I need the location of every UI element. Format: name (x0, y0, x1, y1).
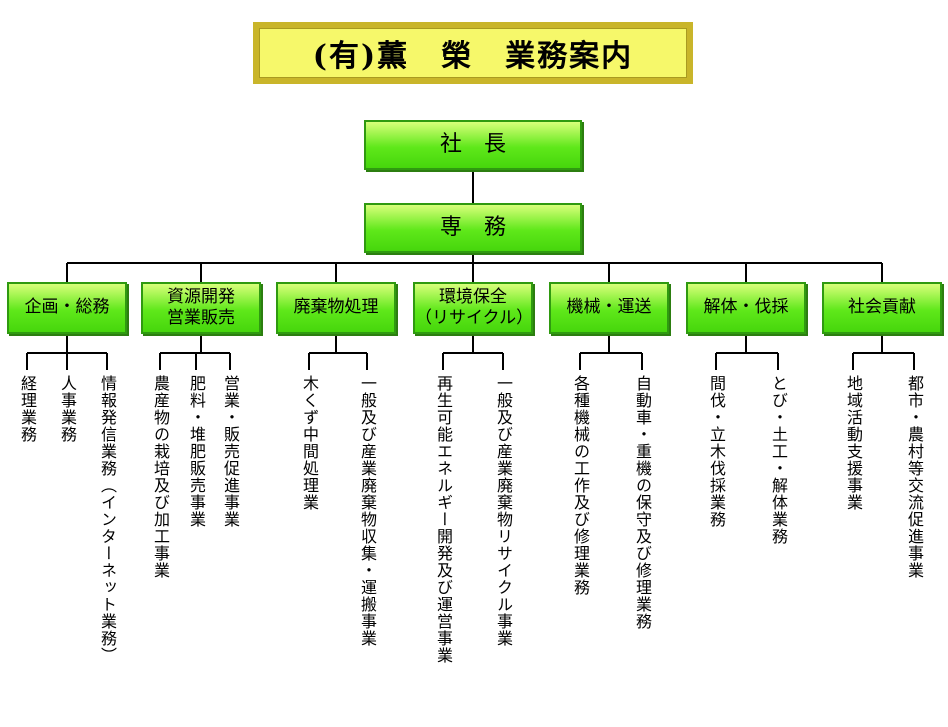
duty-item: 情報発信業務（インターネット業務） (98, 375, 117, 664)
duty-item: 一般及び産業廃棄物リサイクル事業 (494, 375, 513, 647)
duty-item: とび・土工・解体業務 (769, 375, 788, 545)
department-label: 機械・運送 (566, 297, 652, 318)
department-box: 解体・伐採 (686, 282, 806, 334)
duty-item: 各種機械の工作及び修理業務 (571, 375, 590, 596)
duty-item: 地域活動支援事業 (844, 375, 863, 511)
president-box: 社 長 (364, 120, 582, 170)
senior-director-label: 専 務 (439, 215, 506, 241)
department-box: 機械・運送 (549, 282, 669, 334)
page-title: (有)薫 榮 業務案内 (259, 28, 687, 78)
department-box: 環境保全（リサイクル） (413, 282, 533, 334)
duty-item: 都市・農村等交流促進事業 (905, 375, 924, 579)
duty-item: 一般及び産業廃棄物収集・運搬事業 (358, 375, 377, 647)
department-label: 環境保全 (439, 286, 507, 307)
senior-director-box: 専 務 (364, 203, 582, 253)
duty-item: 再生可能エネルギー開発及び運営事業 (434, 375, 453, 664)
duty-item: 肥料・堆肥販売事業 (187, 375, 206, 528)
duty-item: 自動車・重機の保守及び修理業務 (633, 375, 652, 630)
department-box: 資源開発営業販売 (141, 282, 261, 334)
title-banner: (有)薫 榮 業務案内 (253, 22, 693, 84)
department-box: 廃棄物処理 (276, 282, 396, 334)
department-label: 企画・総務 (24, 297, 110, 318)
department-label: 資源開発 (167, 286, 235, 307)
department-box: 社会貢献 (822, 282, 942, 334)
duty-item: 経理業務 (18, 375, 37, 443)
duty-item: 営業・販売促進事業 (221, 375, 240, 528)
president-label: 社 長 (439, 132, 506, 158)
duty-item: 間伐・立木伐採業務 (707, 375, 726, 528)
department-label: （リサイクル） (415, 308, 534, 328)
duty-item: 木くず中間処理業 (300, 375, 319, 511)
duty-item: 人事業務 (58, 375, 77, 443)
department-label: 社会貢献 (848, 297, 916, 318)
department-label: 解体・伐採 (703, 297, 789, 318)
department-label: 廃棄物処理 (293, 297, 379, 318)
duty-item: 農産物の栽培及び加工事業 (151, 375, 170, 579)
department-box: 企画・総務 (7, 282, 127, 334)
department-label: 営業販売 (167, 308, 235, 328)
